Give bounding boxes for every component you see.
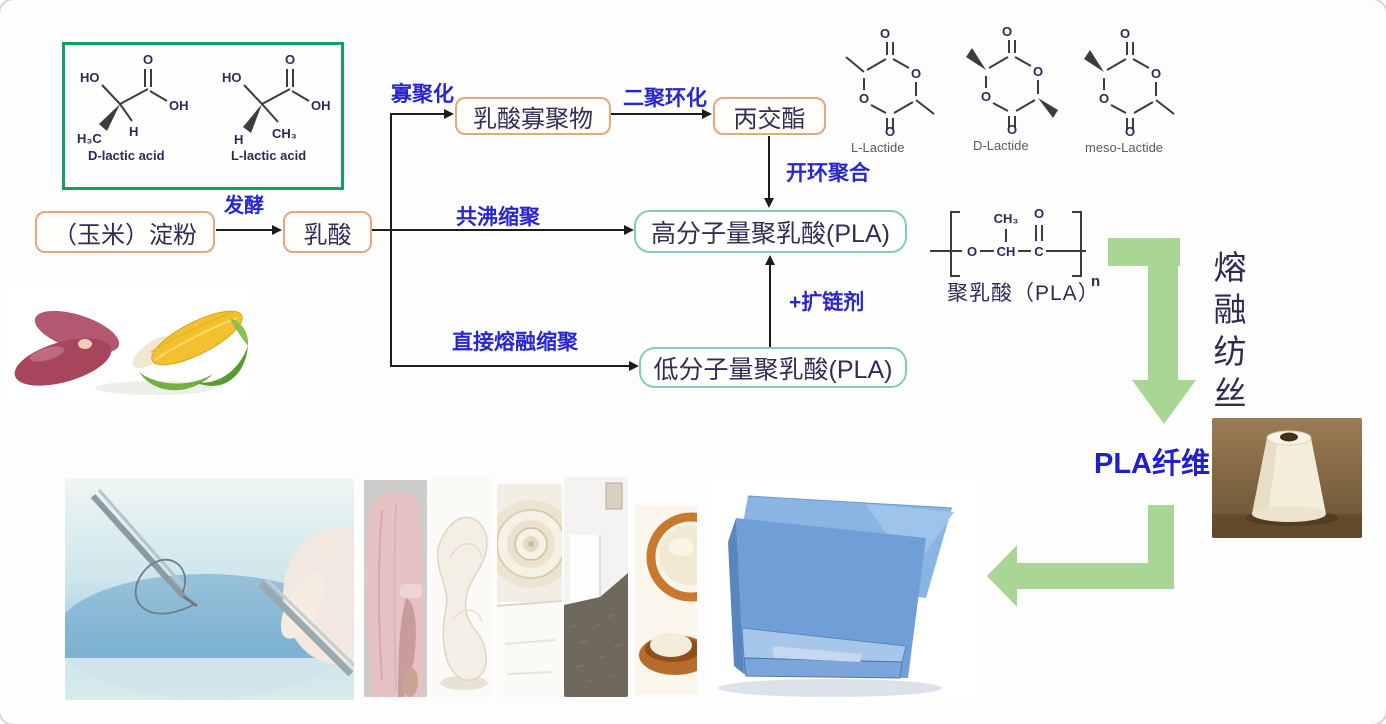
atom-label: n bbox=[1091, 273, 1100, 290]
atom-label: H bbox=[129, 124, 138, 139]
arrow-dimer-cyclization-head bbox=[702, 109, 712, 119]
node-lactide: 丙交酯 bbox=[713, 97, 826, 135]
atom-label: C bbox=[1034, 244, 1044, 259]
atom-label: HO bbox=[222, 70, 242, 85]
room-carpet-photo bbox=[564, 477, 628, 697]
arrow-ring-opening-head bbox=[764, 198, 774, 208]
atom-label: O bbox=[859, 91, 869, 106]
node-low-mw-pla: 低分子量聚乳酸(PLA) bbox=[639, 347, 907, 388]
pla-fiber-label: PLA纤维 bbox=[1094, 448, 1211, 480]
d-lactic-acid-structure: HO O OH H₃C H bbox=[77, 52, 189, 146]
atom-label: O bbox=[911, 66, 921, 81]
edge-label-azeotropic: 共沸缩聚 bbox=[456, 206, 540, 229]
atom-label: OH bbox=[311, 98, 331, 113]
atom-label: O bbox=[1033, 64, 1043, 79]
d-lactic-acid-caption: D-lactic acid bbox=[88, 148, 165, 163]
surgical-suture-photo bbox=[65, 478, 354, 700]
soap-in-bowl-photo bbox=[635, 505, 697, 695]
node-lactic-acid: 乳酸 bbox=[283, 211, 372, 253]
arrow-azeotropic-line bbox=[372, 229, 624, 231]
edge-label-fermentation: 发酵 bbox=[224, 195, 264, 217]
atom-label: O bbox=[1034, 206, 1044, 221]
pla-yarn-cone-photo bbox=[1212, 418, 1362, 538]
atom-label: H₃C bbox=[77, 131, 102, 146]
atom-label: O bbox=[981, 89, 991, 104]
pla-repeat-unit-structure: O CH CH₃ C O n bbox=[930, 206, 1100, 290]
d-lactide-structure: O O O O bbox=[966, 24, 1058, 136]
l-lactide-structure: O O O O bbox=[845, 26, 935, 138]
l-lactic-acid-caption: L-lactic acid bbox=[231, 148, 307, 163]
arrow-oligomerization-line bbox=[390, 113, 444, 115]
arrow-chain-extender-head bbox=[765, 255, 775, 265]
edge-label-chain-extender: +扩链剂 bbox=[789, 291, 865, 314]
atom-label: OH bbox=[169, 98, 189, 113]
arrow-chain-extender-line bbox=[769, 264, 771, 347]
node-starch-label: （玉米）淀粉 bbox=[53, 221, 197, 249]
pink-garment-photo bbox=[364, 480, 427, 697]
melt-spinning-label: 熔融纺丝 bbox=[1208, 250, 1244, 418]
arrow-azeotropic-head bbox=[624, 225, 634, 235]
arrow-fermentation-line bbox=[216, 229, 272, 231]
node-low-mw-pla-label: 低分子量聚乳酸(PLA) bbox=[653, 355, 893, 384]
node-high-mw-pla-label: 高分子量聚乳酸(PLA) bbox=[651, 219, 890, 248]
atom-label: O bbox=[1151, 66, 1161, 81]
atom-label: O bbox=[1007, 122, 1017, 136]
d-lactide-caption: D-Lactide bbox=[973, 138, 1029, 153]
atom-label: O bbox=[143, 52, 153, 67]
edge-label-dimer-cyclization: 二聚环化 bbox=[623, 87, 707, 110]
atom-label: CH₃ bbox=[272, 126, 297, 141]
pla-structure-caption: 聚乳酸（PLA） bbox=[947, 282, 1100, 305]
node-lactic-oligomer: 乳酸寡聚物 bbox=[455, 97, 611, 135]
atom-label: O bbox=[1099, 91, 1109, 106]
arrow-ring-opening-line bbox=[768, 136, 770, 198]
arrow-oligomerization-head bbox=[444, 109, 454, 119]
node-lactide-label: 丙交酯 bbox=[733, 105, 806, 133]
node-high-mw-pla: 高分子量聚乳酸(PLA) bbox=[634, 210, 907, 253]
green-arrow-to-fabric bbox=[987, 505, 1174, 607]
edge-label-ring-opening: 开环聚合 bbox=[786, 162, 870, 185]
blue-nonwoven-fabric-photo bbox=[712, 480, 976, 700]
meso-lactide-caption: meso-Lactide bbox=[1085, 140, 1164, 155]
node-starch: （玉米）淀粉 bbox=[35, 211, 215, 253]
node-lactic-acid-label: 乳酸 bbox=[303, 221, 352, 249]
atom-label: O bbox=[285, 52, 295, 67]
edge-label-direct-melt: 直接熔融缩聚 bbox=[452, 331, 578, 354]
branch-trunk-line bbox=[390, 113, 392, 367]
atom-label: CH bbox=[997, 244, 1016, 259]
atom-label: O bbox=[1120, 26, 1130, 41]
white-tissue-photo bbox=[430, 478, 494, 697]
arrow-direct-melt-line bbox=[390, 365, 629, 367]
atom-label: O bbox=[880, 26, 890, 41]
green-arrow-melt-spinning bbox=[1108, 238, 1196, 424]
edge-label-oligomerization: 寡聚化 bbox=[391, 83, 454, 106]
meso-lactide-structure: O O O O bbox=[1084, 26, 1175, 138]
atom-label: H bbox=[234, 132, 243, 147]
l-lactide-caption: L-Lactide bbox=[851, 140, 905, 155]
arrow-dimer-cyclization-line bbox=[611, 113, 702, 115]
atom-label: HO bbox=[80, 70, 100, 85]
arrow-fermentation-head bbox=[272, 225, 282, 235]
atom-label: O bbox=[885, 124, 895, 138]
atom-label: CH₃ bbox=[994, 211, 1019, 226]
rolled-towel-photo bbox=[497, 484, 562, 697]
sweet-potato-and-corn-photo bbox=[5, 288, 250, 400]
atom-label: O bbox=[1002, 24, 1012, 39]
l-lactic-acid-structure: HO O OH H CH₃ bbox=[222, 52, 331, 147]
atom-label: O bbox=[967, 244, 977, 259]
arrow-direct-melt-head bbox=[629, 361, 639, 371]
node-lactic-oligomer-label: 乳酸寡聚物 bbox=[473, 105, 593, 133]
atom-label: O bbox=[1125, 124, 1135, 138]
